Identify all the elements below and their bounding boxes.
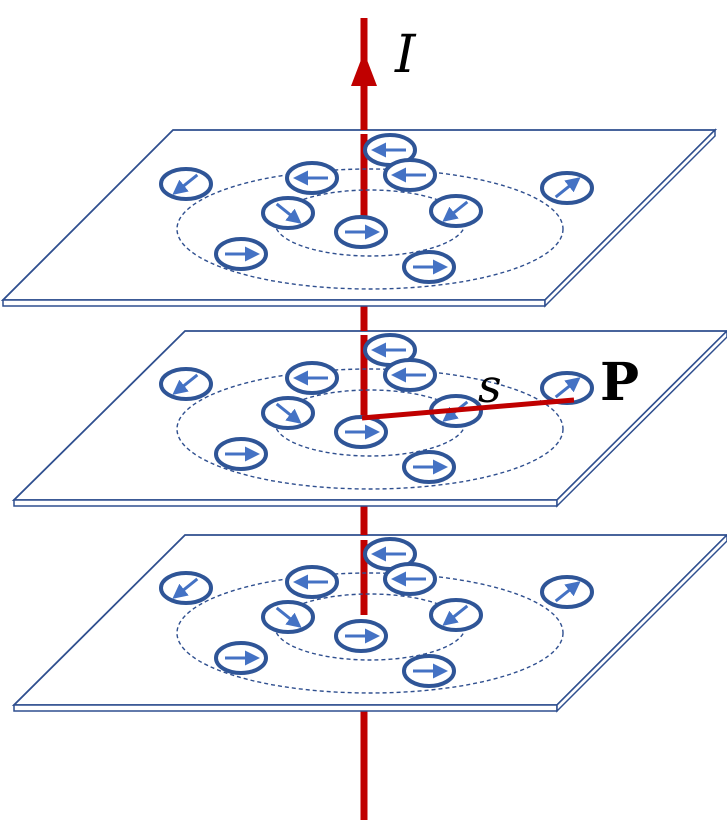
compass (159, 167, 213, 201)
compass (214, 437, 268, 471)
compass (159, 571, 213, 605)
current-arrow-icon (351, 52, 377, 86)
current-label: I (394, 25, 417, 85)
compass (214, 237, 268, 271)
compass (402, 450, 456, 484)
compass (285, 565, 339, 599)
compass-needle (275, 202, 302, 224)
outer-field-line (176, 168, 564, 290)
compass (402, 250, 456, 284)
compass (540, 171, 594, 205)
compass (261, 600, 315, 634)
compass (285, 161, 339, 195)
distance-label: s (478, 359, 502, 413)
compass (429, 598, 483, 632)
top-plane (0, 128, 718, 308)
compasses-middle (159, 333, 594, 484)
compass (159, 367, 213, 401)
compass (261, 196, 315, 230)
compass (214, 641, 268, 675)
compass-needle (442, 604, 469, 626)
compass-needle (442, 200, 469, 222)
compasses-top (159, 133, 594, 284)
compass (334, 619, 388, 653)
bottom-plane (11, 533, 727, 713)
compass (261, 396, 315, 430)
compass-needle (554, 177, 581, 199)
compass-needle (172, 173, 199, 195)
compass (285, 361, 339, 395)
compass (334, 415, 388, 449)
compass-needle (554, 581, 581, 603)
compass (383, 562, 437, 596)
point-label: P (600, 352, 639, 413)
compass (383, 358, 437, 392)
compasses-bottom (159, 537, 594, 688)
outer-field-line (176, 368, 564, 490)
compass-needle (172, 373, 199, 395)
compass (334, 215, 388, 249)
middle-plane (11, 329, 727, 508)
compass (540, 575, 594, 609)
distance-line (361, 397, 575, 421)
compass (383, 158, 437, 192)
compass-needle (275, 402, 302, 424)
compass (402, 654, 456, 688)
compass-needle (172, 577, 199, 599)
compass-needle (554, 377, 581, 399)
compass (363, 333, 417, 367)
compass (429, 194, 483, 228)
compass (540, 371, 594, 405)
compass-needle (275, 606, 302, 628)
outer-field-line (176, 572, 564, 694)
